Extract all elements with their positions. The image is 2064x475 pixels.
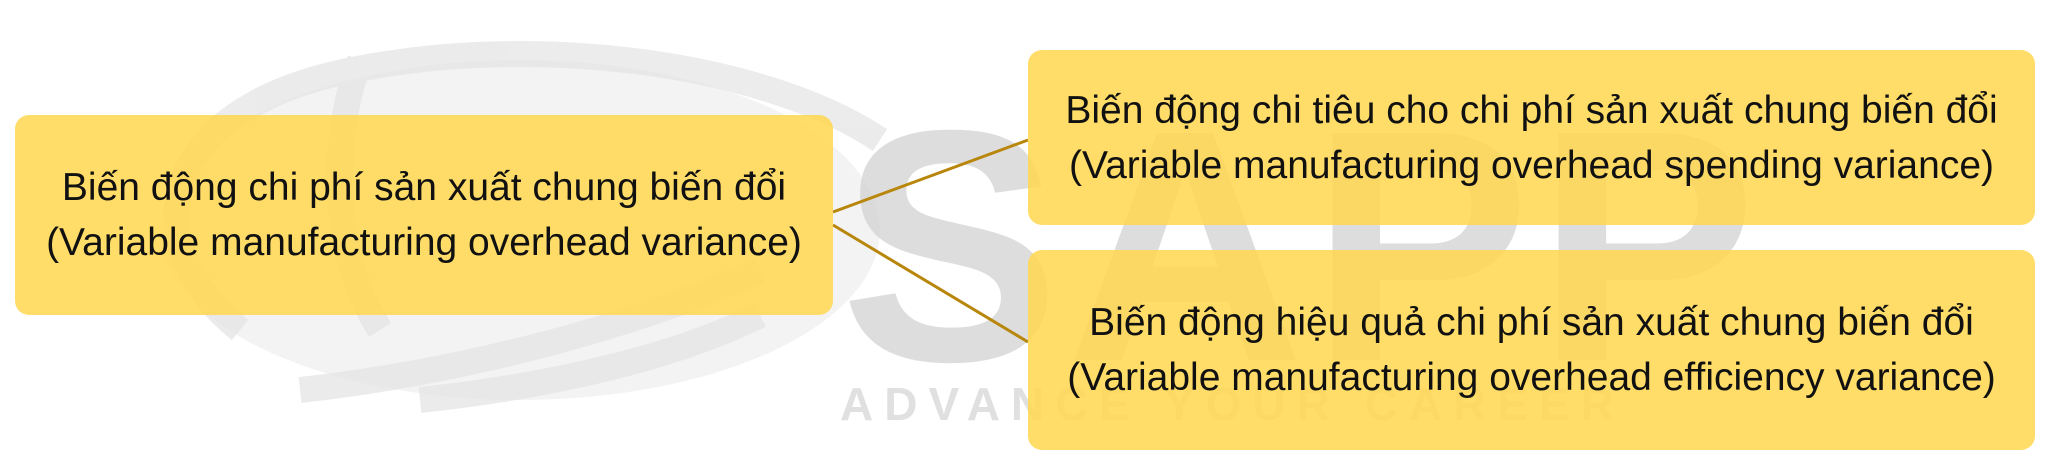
connector-to-spending xyxy=(832,138,1029,214)
node-efficiency-variance: Biến động hiệu quả chi phí sản xuất chun… xyxy=(1028,250,2035,450)
node-root-label-vi: Biến động chi phí sản xuất chung biến đổ… xyxy=(61,166,787,209)
node-efficiency-label-vi: Biến động hiệu quả chi phí sản xuất chun… xyxy=(1089,301,1974,344)
connector-to-efficiency xyxy=(832,223,1029,344)
node-efficiency-label-en: (Variable manufacturing overhead efficie… xyxy=(1067,356,1996,399)
node-spending-label-vi: Biến động chi tiêu cho chi phí sản xuất … xyxy=(1065,88,1998,132)
node-spending-label-en: (Variable manufacturing overhead spendin… xyxy=(1069,143,1994,187)
node-spending-variance: Biến động chi tiêu cho chi phí sản xuất … xyxy=(1028,50,2035,225)
node-variable-overhead-variance: Biến động chi phí sản xuất chung biến đổ… xyxy=(15,115,833,315)
node-root-label-en: (Variable manufacturing overhead varianc… xyxy=(46,221,802,264)
